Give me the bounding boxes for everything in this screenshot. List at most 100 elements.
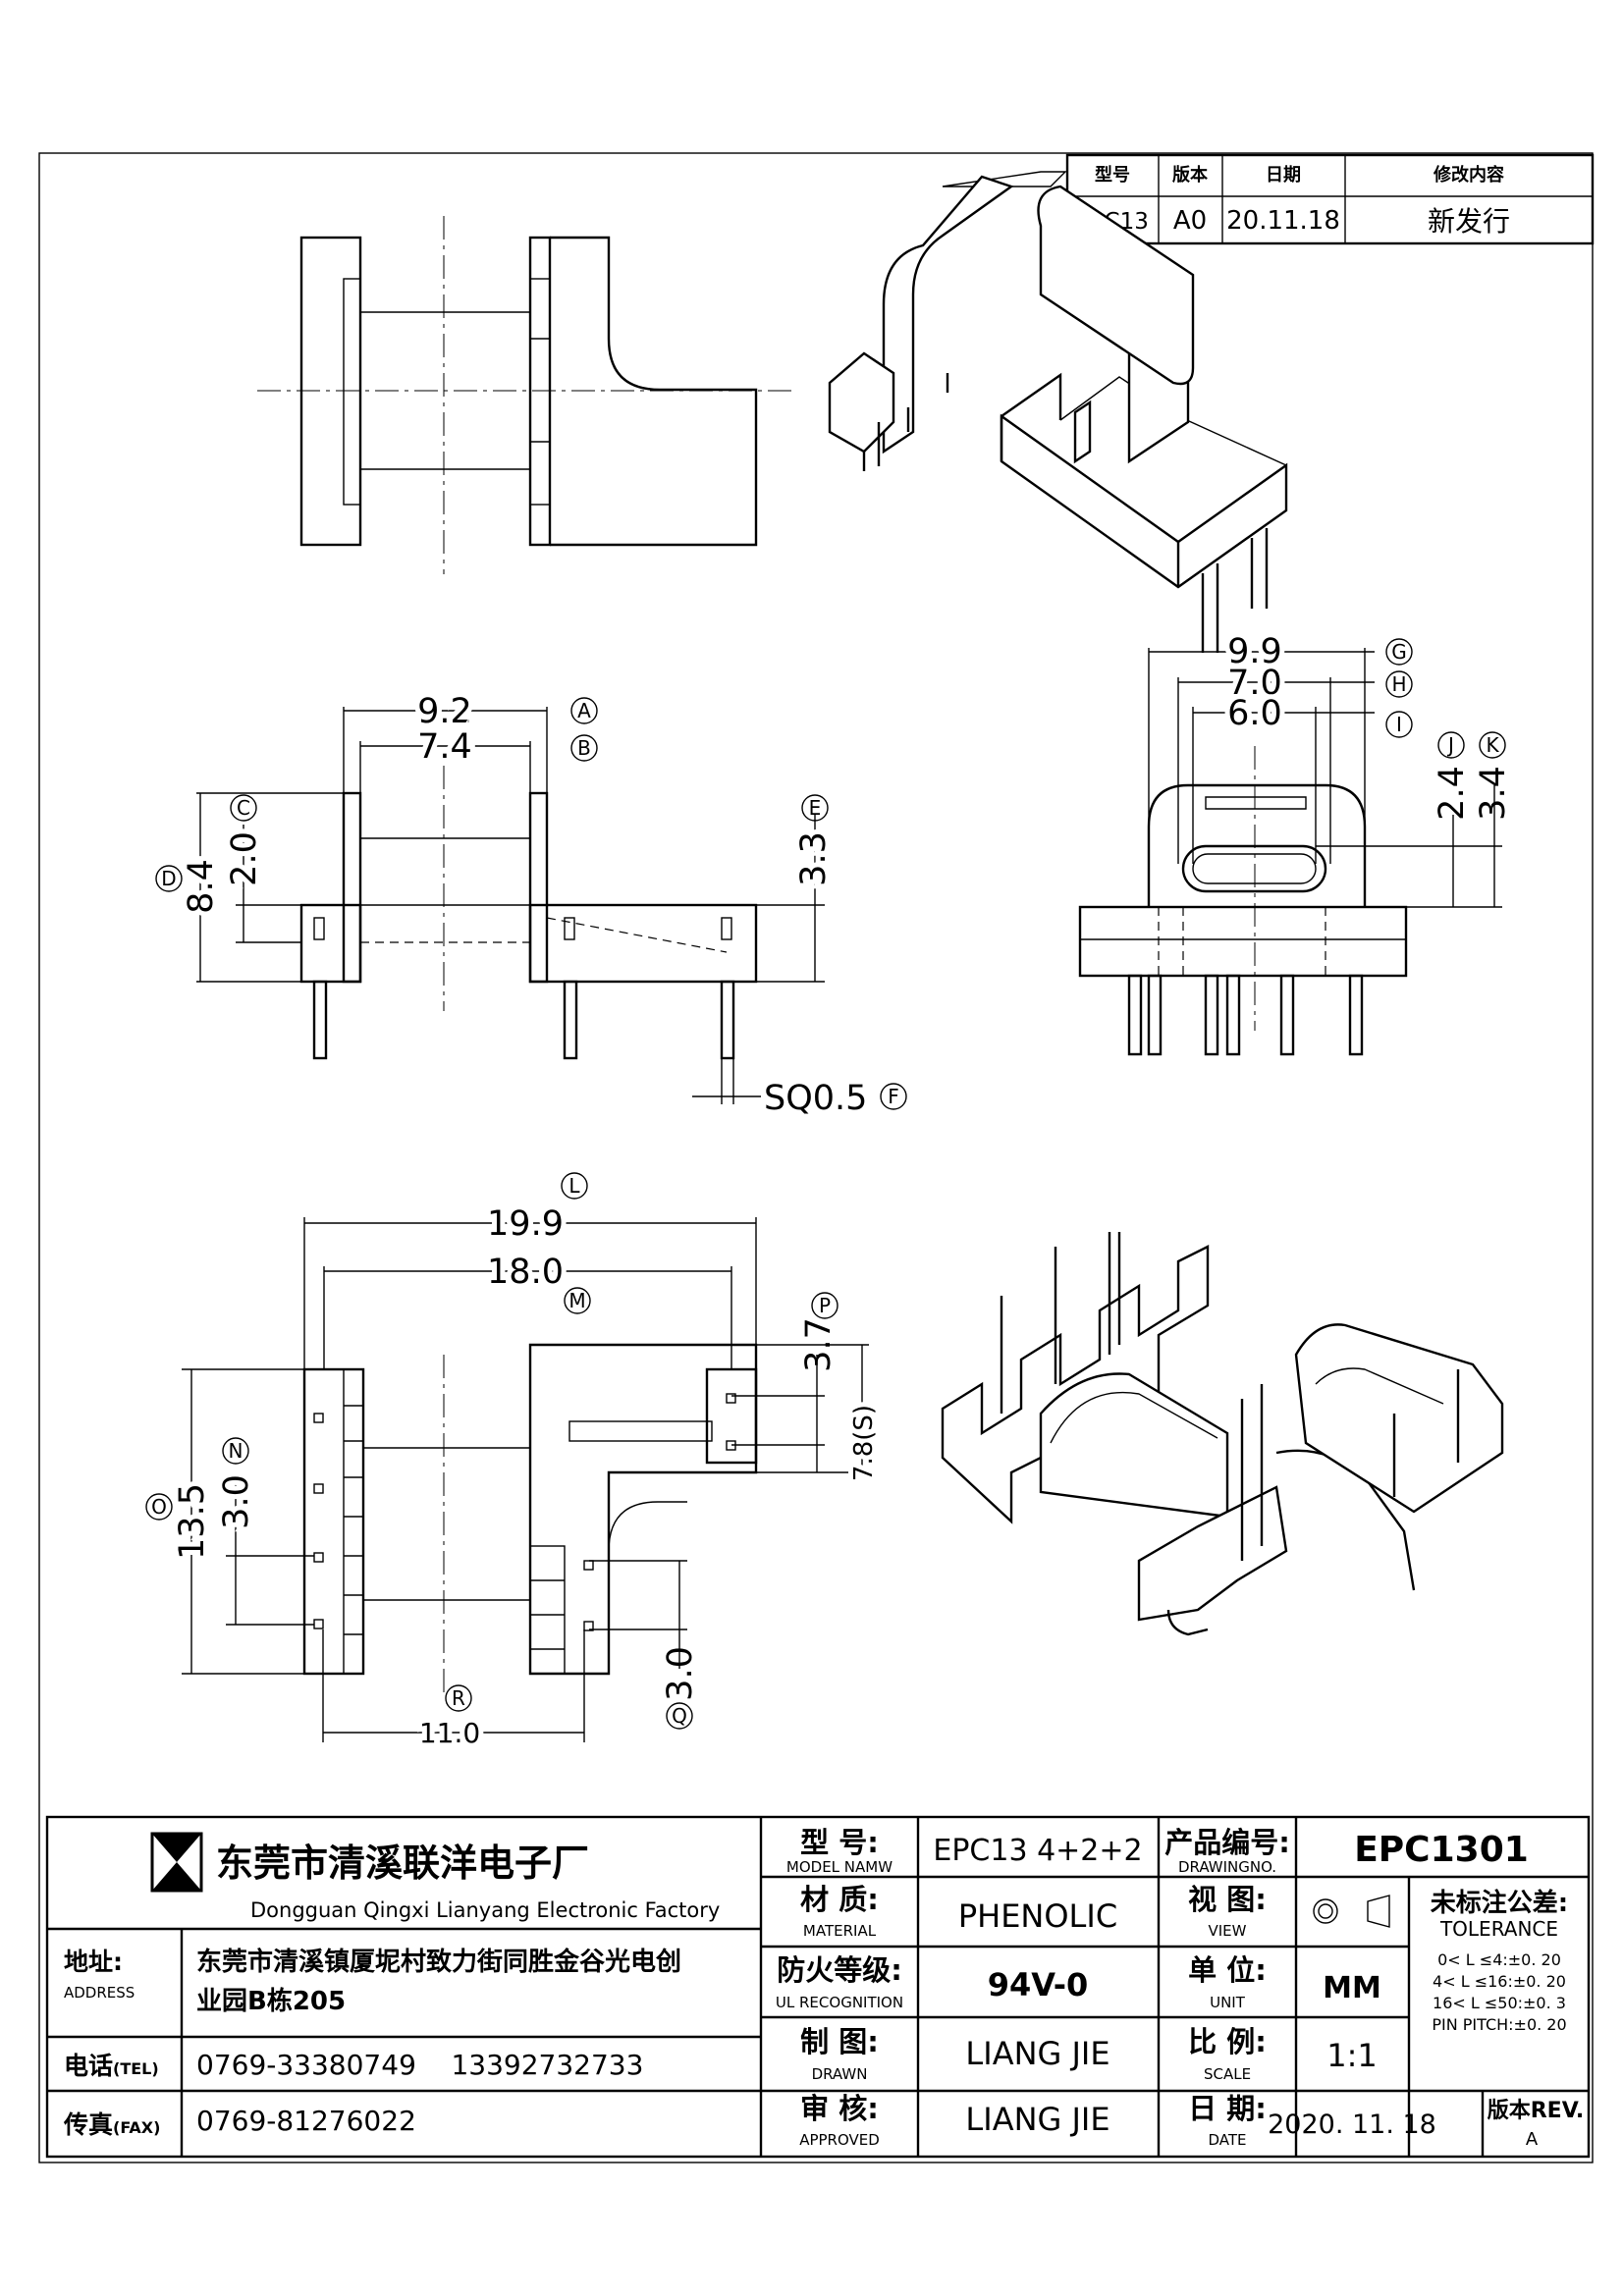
dim-f-text: SQ0.5 <box>764 1079 867 1118</box>
svg-text:N: N <box>229 1439 243 1463</box>
tel-value: 0769-33380749 13392732733 <box>196 2049 643 2081</box>
rev-content: 新发行 <box>1428 205 1510 238</box>
scale-label-en: SCALE <box>1204 2065 1251 2083</box>
callout-o: O <box>145 1493 173 1521</box>
address-label-en: ADDRESS <box>64 1984 135 2002</box>
tel-label: 电话(TEL) <box>64 2052 159 2080</box>
dim-a-text: 9.2 <box>417 692 472 731</box>
drawn-label: 制 图: <box>800 2025 879 2058</box>
dim-s-text: 7.8(S) <box>849 1405 879 1481</box>
rev-header-date: 日期 <box>1266 165 1301 186</box>
revision-table: 型号 版本 日期 修改内容 EPC13 A0 20.11.18 新发行 <box>1065 153 1595 245</box>
third-angle-projection-icon <box>1313 1895 1390 1928</box>
svg-text:B: B <box>577 736 591 760</box>
material-label: 材 质: <box>800 1883 879 1916</box>
scale-value: 1:1 <box>1326 2037 1378 2074</box>
fax-value: 0769-81276022 <box>196 2105 416 2137</box>
material-label-en: MATERIAL <box>803 1922 877 1940</box>
approved-label: 审 核: <box>800 2092 879 2125</box>
rev-header-model: 型号 <box>1095 164 1130 186</box>
product-no-label-en: DRAWINGNO. <box>1178 1858 1276 1876</box>
company-logo <box>150 1832 203 1893</box>
dim-m-text: 18.0 <box>487 1253 564 1292</box>
date-label-en: DATE <box>1208 2131 1246 2149</box>
tolerance-line-3: 16< L ≤50:±0. 3 <box>1433 1994 1566 2012</box>
dim-p-text: 3.7 <box>799 1317 839 1372</box>
model-value: EPC13 4+2+2 <box>933 1834 1142 1868</box>
callout-h: H <box>1385 670 1413 698</box>
tolerance-line-1: 0< L ≤4:±0. 20 <box>1437 1950 1561 1969</box>
svg-text:G: G <box>1391 640 1407 664</box>
callout-a: A <box>570 697 598 724</box>
dimension-annotations: 9.2 7.4 8.4 2.0 3.3 SQ0.5 9.9 7.0 6.0 <box>168 627 1513 1754</box>
svg-text:J: J <box>1446 733 1454 757</box>
callout-d: D <box>155 865 183 892</box>
product-no-label: 产品编号: <box>1164 1826 1290 1859</box>
dim-h-text: 7.0 <box>1227 664 1282 703</box>
company-name-cn: 东莞市清溪联洋电子厂 <box>216 1842 589 1885</box>
dim-d-text: 8.4 <box>182 859 221 914</box>
dim-k-text: 3.4 <box>1474 766 1513 821</box>
unit-value: MM <box>1323 1971 1381 2005</box>
rev-version: A0 <box>1173 206 1207 236</box>
callout-n: N <box>222 1437 249 1465</box>
svg-text:K: K <box>1486 733 1499 757</box>
callout-k: K <box>1479 731 1506 759</box>
address-line-1: 东莞市清溪镇厦坭村致力街同胜金谷光电创 <box>196 1947 681 1977</box>
callout-m: M <box>564 1287 591 1314</box>
drawn-value: LIANG JIE <box>965 2035 1109 2072</box>
svg-text:I: I <box>1396 713 1402 736</box>
rev-date: 20.11.18 <box>1226 206 1340 236</box>
date-label: 日 期: <box>1188 2092 1267 2125</box>
view-label-en: VIEW <box>1209 1922 1247 1940</box>
callout-j: J <box>1437 731 1465 759</box>
side-view <box>1078 746 1408 1056</box>
fax-label: 传真(FAX) <box>63 2110 160 2139</box>
address-label: 地址: <box>64 1948 123 1976</box>
svg-text:E: E <box>809 796 822 820</box>
fire-label-en: UL RECOGNITION <box>776 1994 903 2011</box>
svg-text:C: C <box>237 796 250 820</box>
iso-view-top <box>828 171 1288 653</box>
dim-b-text: 7.4 <box>417 727 472 767</box>
callout-l: L <box>561 1172 588 1200</box>
dim-r-text: 11.0 <box>419 1717 480 1749</box>
unit-label: 单 位: <box>1188 1953 1267 1987</box>
callout-r: R <box>445 1684 472 1712</box>
date-value: 2020. 11. 18 <box>1268 2109 1436 2140</box>
svg-text:R: R <box>452 1686 465 1710</box>
tolerance-title-en: TOLERANCE <box>1439 1917 1558 1941</box>
unit-label-en: UNIT <box>1210 1994 1246 2011</box>
dim-g-text: 9.9 <box>1227 632 1282 671</box>
address-line-2: 业园B栋205 <box>196 1986 346 2016</box>
company-name-en: Dongguan Qingxi Lianyang Electronic Fact… <box>250 1898 720 1922</box>
title-block: 东莞市清溪联洋电子厂 Dongguan Qingxi Lianyang Elec… <box>45 1815 1591 2159</box>
dim-o-text: 13.5 <box>173 1483 212 1560</box>
dim-l-text: 19.9 <box>487 1204 564 1244</box>
rev-header-content: 修改内容 <box>1433 164 1504 186</box>
view-label: 视 图: <box>1188 1883 1267 1916</box>
tolerance-line-4: PIN PITCH:±0. 20 <box>1432 2015 1566 2034</box>
fire-value: 94V-0 <box>988 1966 1089 2003</box>
rev-header-version: 版本 <box>1172 164 1208 186</box>
drawing-border <box>38 152 1594 2163</box>
front-view <box>299 766 758 1060</box>
svg-text:O: O <box>151 1495 167 1519</box>
drawn-label-en: DRAWN <box>812 2065 868 2083</box>
svg-text:A: A <box>577 699 591 722</box>
bottom-view <box>302 1343 758 1698</box>
product-no-value: EPC1301 <box>1354 1830 1529 1870</box>
dimension-callouts: A B C D E F G H I J K L M N O P Q R <box>145 638 1506 1730</box>
model-label: 型 号: <box>800 1826 879 1859</box>
callout-e: E <box>801 794 829 822</box>
callout-c: C <box>230 794 257 822</box>
dim-e-text: 3.3 <box>794 831 834 886</box>
callout-b: B <box>570 734 598 762</box>
svg-text:Q: Q <box>672 1704 687 1728</box>
approved-label-en: APPROVED <box>799 2131 880 2149</box>
model-label-en: MODEL NAMW <box>786 1858 893 1876</box>
callout-p: P <box>811 1292 839 1319</box>
callout-f: F <box>880 1083 907 1110</box>
approved-value: LIANG JIE <box>965 2101 1109 2138</box>
svg-text:L: L <box>568 1174 580 1198</box>
